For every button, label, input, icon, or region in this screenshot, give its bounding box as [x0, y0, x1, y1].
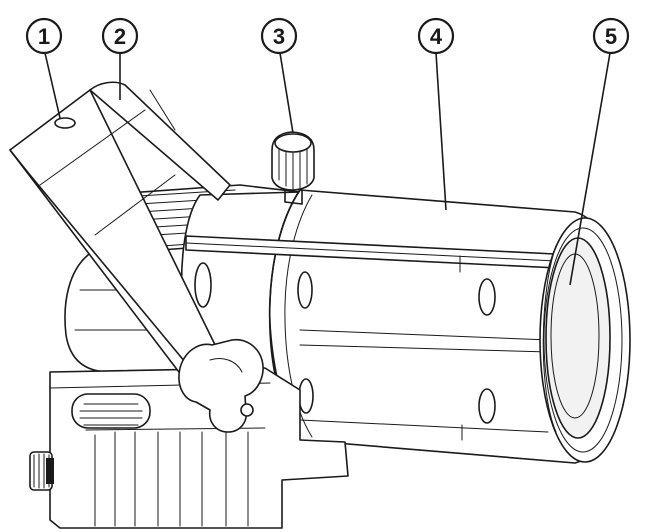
lens-barrel [185, 189, 629, 464]
tilt-lock-handle [178, 338, 264, 433]
leader-line-4 [435, 52, 447, 211]
locking-knob [271, 131, 315, 205]
base-unit [49, 367, 349, 529]
svg-text:5: 5 [605, 24, 617, 49]
callout-3: 3 [260, 17, 298, 55]
svg-text:3: 3 [273, 24, 285, 49]
callout-1: 1 [25, 17, 63, 55]
callout-5: 5 [592, 17, 630, 55]
callout-4: 4 [417, 17, 455, 55]
svg-text:1: 1 [38, 24, 50, 49]
leader-line-5 [569, 52, 611, 286]
power-connector [29, 451, 54, 491]
svg-text:2: 2 [114, 24, 126, 49]
callout-2: 2 [101, 17, 139, 55]
leader-line-1 [44, 52, 61, 119]
leader-lines [44, 52, 611, 286]
yoke-bracket [9, 81, 231, 381]
svg-text:4: 4 [430, 24, 443, 49]
leader-line-3 [279, 52, 294, 134]
front-lens [539, 217, 631, 463]
